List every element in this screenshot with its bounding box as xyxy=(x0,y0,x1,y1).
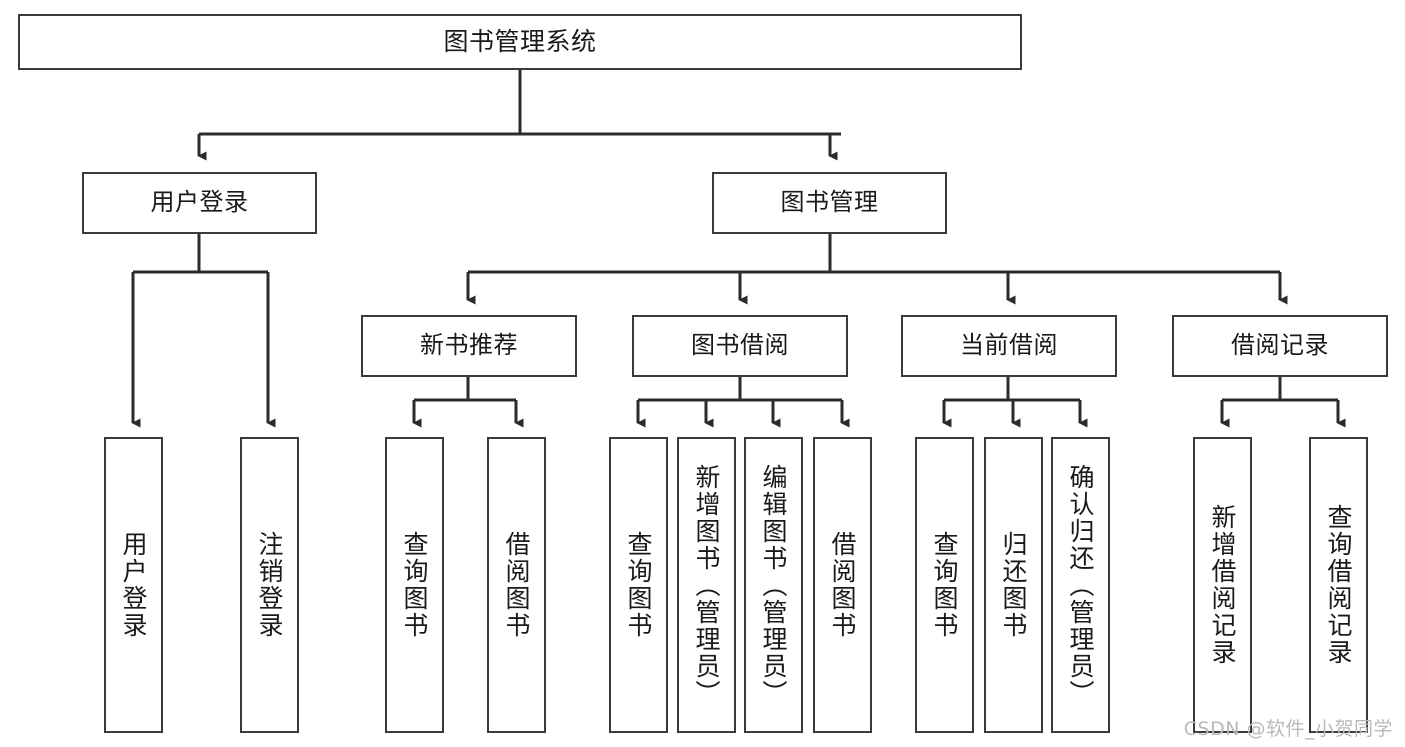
node-label: 查询借阅记录 xyxy=(1324,504,1353,666)
node-label: 查询图书 xyxy=(400,531,429,639)
node-current-borrow[interactable]: 当前借阅 xyxy=(901,315,1117,377)
leaf-query-borrow-record[interactable]: 查询借阅记录 xyxy=(1309,437,1368,733)
leaf-borrow-book[interactable]: 借阅图书 xyxy=(813,437,872,733)
leaf-edit-book-admin[interactable]: 编辑图书（管理员） xyxy=(744,437,803,733)
node-label: 图书借阅 xyxy=(691,331,789,360)
node-borrow-record[interactable]: 借阅记录 xyxy=(1172,315,1388,377)
node-book-borrow[interactable]: 图书借阅 xyxy=(632,315,848,377)
node-new-book-recommend[interactable]: 新书推荐 xyxy=(361,315,577,377)
node-label: 新增借阅记录 xyxy=(1208,504,1237,666)
node-label: 用户登录 xyxy=(150,188,249,217)
node-label: 注销登录 xyxy=(255,531,284,639)
node-label: 借阅记录 xyxy=(1231,331,1329,360)
node-label: 新增图书（管理员） xyxy=(692,463,721,707)
node-label: 编辑图书（管理员） xyxy=(759,463,788,707)
leaf-query-book-recommend[interactable]: 查询图书 xyxy=(385,437,444,733)
node-user-login[interactable]: 用户登录 xyxy=(82,172,317,234)
leaf-query-book-borrow[interactable]: 查询图书 xyxy=(609,437,668,733)
node-label: 借阅图书 xyxy=(502,531,531,639)
node-label: 用户登录 xyxy=(119,531,148,639)
node-label: 确认归还（管理员） xyxy=(1066,463,1095,707)
node-root-book-management-system[interactable]: 图书管理系统 xyxy=(18,14,1022,70)
leaf-logout[interactable]: 注销登录 xyxy=(240,437,299,733)
leaf-confirm-return-admin[interactable]: 确认归还（管理员） xyxy=(1051,437,1110,733)
leaf-borrow-book-recommend[interactable]: 借阅图书 xyxy=(487,437,546,733)
node-label: 图书管理 xyxy=(780,188,879,217)
node-label: 借阅图书 xyxy=(828,531,857,639)
leaf-add-borrow-record[interactable]: 新增借阅记录 xyxy=(1193,437,1252,733)
node-label: 归还图书 xyxy=(999,531,1028,639)
node-book-management[interactable]: 图书管理 xyxy=(712,172,947,234)
node-label: 查询图书 xyxy=(930,531,959,639)
leaf-return-book[interactable]: 归还图书 xyxy=(984,437,1043,733)
leaf-user-login[interactable]: 用户登录 xyxy=(104,437,163,733)
leaf-query-book-current[interactable]: 查询图书 xyxy=(915,437,974,733)
leaf-add-book-admin[interactable]: 新增图书（管理员） xyxy=(677,437,736,733)
node-label: 新书推荐 xyxy=(420,331,518,360)
node-label: 图书管理系统 xyxy=(443,26,597,56)
csdn-watermark: CSDN @软件_小贺同学 xyxy=(1183,718,1393,740)
node-label: 查询图书 xyxy=(624,531,653,639)
node-label: 当前借阅 xyxy=(960,331,1058,360)
